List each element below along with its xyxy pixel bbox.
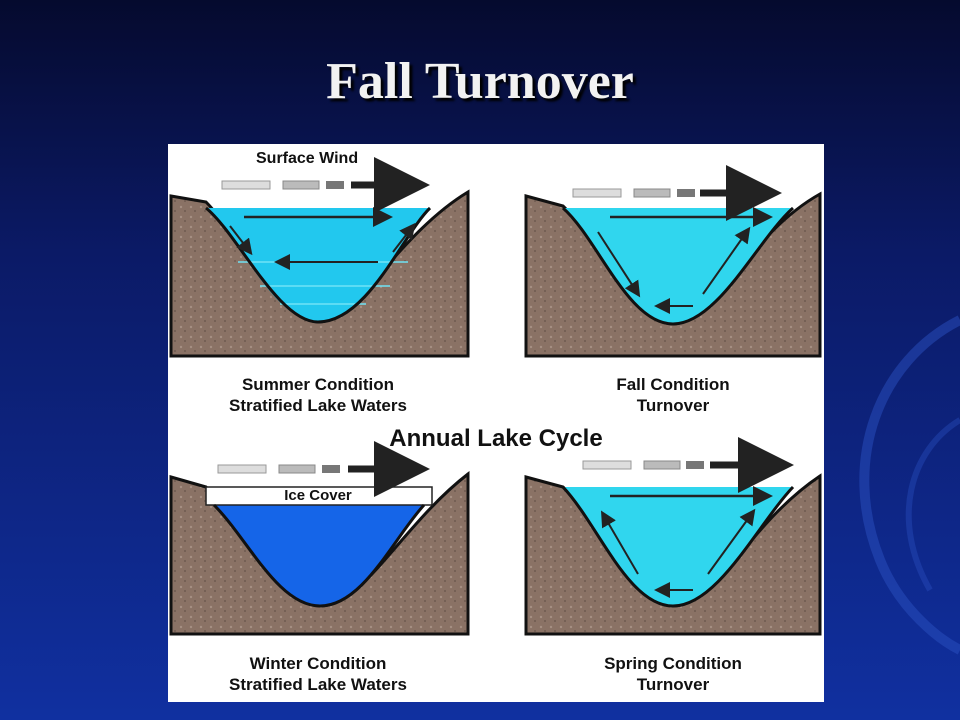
summer-panel bbox=[169, 157, 470, 358]
fall-wind-arrow bbox=[572, 165, 782, 221]
spring-wind-arrow bbox=[582, 437, 794, 493]
winter-caption-line2: Stratified Lake Waters bbox=[229, 675, 407, 694]
fall-caption-line1: Fall Condition bbox=[616, 375, 730, 394]
winter-water bbox=[214, 505, 424, 606]
spring-water bbox=[563, 487, 793, 606]
lake-cycle-diagram: Surface Wind Ice Cover Summer Condition … bbox=[168, 144, 824, 702]
decorative-swoosh bbox=[859, 315, 960, 655]
fall-panel bbox=[524, 165, 822, 358]
summer-caption-line2: Stratified Lake Waters bbox=[229, 396, 407, 415]
diagram-graphics bbox=[169, 157, 822, 636]
fall-caption: Fall Condition Turnover bbox=[543, 374, 803, 416]
ice-cover-label: Ice Cover bbox=[284, 487, 352, 504]
summer-water bbox=[206, 208, 430, 322]
winter-caption: Winter Condition Stratified Lake Waters bbox=[188, 653, 448, 695]
spring-caption-line2: Turnover bbox=[636, 675, 710, 694]
winter-wind-arrow bbox=[217, 441, 430, 497]
summer-caption: Summer Condition Stratified Lake Waters bbox=[188, 374, 448, 416]
summer-wind-arrow bbox=[221, 157, 430, 213]
slide-title: Fall Turnover bbox=[326, 53, 634, 110]
spring-caption: Spring Condition Turnover bbox=[543, 653, 803, 695]
surface-wind-label: Surface Wind bbox=[256, 150, 359, 167]
spring-caption-line1: Spring Condition bbox=[604, 654, 742, 673]
winter-caption-line1: Winter Condition bbox=[249, 654, 387, 673]
summer-caption-line1: Summer Condition bbox=[241, 375, 395, 394]
annual-lake-cycle-label: Annual Lake Cycle bbox=[389, 425, 603, 452]
winter-panel bbox=[169, 441, 470, 636]
spring-panel bbox=[524, 437, 822, 636]
fall-caption-line2: Turnover bbox=[636, 396, 710, 415]
